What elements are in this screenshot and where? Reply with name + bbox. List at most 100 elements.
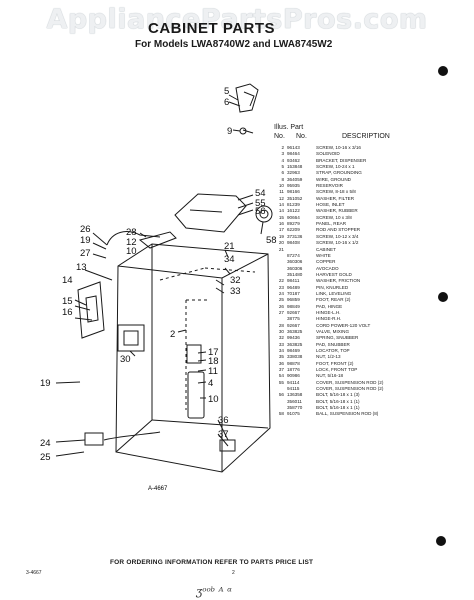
description-cell: COPPER xyxy=(316,259,336,265)
illus-no-cell: 14 xyxy=(278,202,284,208)
illus-no-cell: 30 xyxy=(278,328,284,334)
illus-no-cell: 8 xyxy=(281,176,284,182)
cabinet-part xyxy=(115,243,271,473)
part-no-cell: 96489 xyxy=(287,284,300,290)
description-cell: NUT, 1/2-13 xyxy=(316,354,341,360)
callout-10b: 10 xyxy=(208,394,219,405)
part-no-cell: 360306 xyxy=(287,265,303,271)
illus-no-cell: 27 xyxy=(278,309,284,315)
callout-21: 21 xyxy=(224,241,235,252)
illus-no-cell: 32 xyxy=(278,335,284,341)
illus-no-cell: 3 xyxy=(281,151,284,157)
illus-no-cell: 34 xyxy=(278,348,284,353)
illus-no-cell: 26 xyxy=(278,303,284,309)
callout-32: 32 xyxy=(230,275,241,286)
part-no-cell: 93462 xyxy=(287,157,300,163)
binder-hole-middle xyxy=(438,292,448,302)
ordering-footer: FOR ORDERING INFORMATION REFER TO PARTS … xyxy=(110,559,314,566)
description-cell: WIRE, GROUND xyxy=(316,176,351,182)
description-cell: FOOT, REAR (2) xyxy=(316,297,351,303)
description-cell: PIN, KNURLED xyxy=(316,284,349,290)
part-no-cell: 338038 xyxy=(287,354,303,360)
illus-no-cell: 17 xyxy=(278,227,284,233)
description-cell: HARVEST GOLD xyxy=(316,271,352,277)
illus-no-cell: 11 xyxy=(279,189,284,195)
part-no-cell: 98408 xyxy=(287,240,300,246)
description-cell: LOCK, FRONT TOP xyxy=(316,367,358,373)
callout-28: 28 xyxy=(126,227,137,238)
illus-no-cell: 2 xyxy=(281,145,284,150)
part-no-cell: 373136 xyxy=(287,233,303,239)
description-cell: BOLT, 5/16-18 x 1 (3) xyxy=(316,392,360,398)
description-cell: PAD, HINGE xyxy=(316,303,343,309)
part-no-cell: 87274 xyxy=(287,252,300,258)
part-no-cell: 96143 xyxy=(287,145,300,150)
description-cell: FOOT, FRONT (2) xyxy=(316,360,354,366)
part-no-cell: 96859 xyxy=(287,297,300,303)
description-cell: PANEL, REAR xyxy=(316,221,347,227)
table-header-description: DESCRIPTION xyxy=(342,133,390,140)
callout-12: 12 xyxy=(126,237,137,248)
part-no-cell: 99436 xyxy=(287,335,300,341)
description-cell: CORD POWER-120 VOLT xyxy=(316,322,371,328)
callout-14: 14 xyxy=(62,275,73,286)
figure-code: A-4667 xyxy=(148,486,168,492)
callout-56: 56 xyxy=(255,206,266,217)
description-cell: SCREW, 10-16 x 1/2 xyxy=(316,240,359,246)
page-title: CABINET PARTS xyxy=(148,20,276,37)
illus-no-cell: 25 xyxy=(278,297,284,303)
part-no-cell: 356011 xyxy=(287,398,302,404)
part-no-cell: 94115 xyxy=(287,386,300,392)
callout-9: 9 xyxy=(227,126,232,137)
part-no-cell: 90986 xyxy=(287,373,300,379)
part-no-cell: 136358 xyxy=(287,392,303,398)
part-no-cell: 98469 xyxy=(287,348,300,353)
part-no-cell: 364059 xyxy=(287,176,303,182)
part-no-cell: 98849 xyxy=(287,303,300,309)
description-cell: ROD AND STOPPER xyxy=(316,227,361,233)
part-no-cell: 94114 xyxy=(287,379,300,385)
illus-no-cell: 28 xyxy=(278,322,284,328)
part-no-cell: 91075 xyxy=(287,411,300,417)
description-cell: COVER, SUSPENSION ROD (2) xyxy=(316,386,384,392)
callout-6: 6 xyxy=(224,97,229,108)
solenoid-part xyxy=(235,83,259,113)
part-no-cell: 95935 xyxy=(287,183,300,189)
callout-2: 2 xyxy=(170,329,175,340)
part-no-cell: 90664 xyxy=(287,214,300,220)
illus-no-cell: 21 xyxy=(278,246,284,252)
description-cell: LINK, LEVELING xyxy=(316,290,352,296)
description-cell: NUT, 5/16-18 xyxy=(316,373,344,379)
illus-no-cell: 6 xyxy=(281,170,284,176)
callout-36: 36 xyxy=(218,415,229,426)
page-subtitle: For Models LWA8740W2 and LWA8745W2 xyxy=(135,39,333,50)
part-no-cell: 358770 xyxy=(287,405,303,411)
part-no-cell: 351480 xyxy=(287,271,303,277)
description-cell: LOCATOR, TOP xyxy=(316,348,350,353)
callout-26: 26 xyxy=(80,224,91,235)
part-no-cell: 38775 xyxy=(287,316,300,322)
part-no-cell: 363825 xyxy=(287,328,303,334)
illus-no-cell: 19 xyxy=(278,233,284,239)
callout-4: 4 xyxy=(208,378,213,389)
callout-10: 10 xyxy=(126,246,137,257)
description-cell: PAD, SNUBBER xyxy=(316,341,350,347)
description-cell: BRACKET, DISPENSER xyxy=(316,157,367,163)
